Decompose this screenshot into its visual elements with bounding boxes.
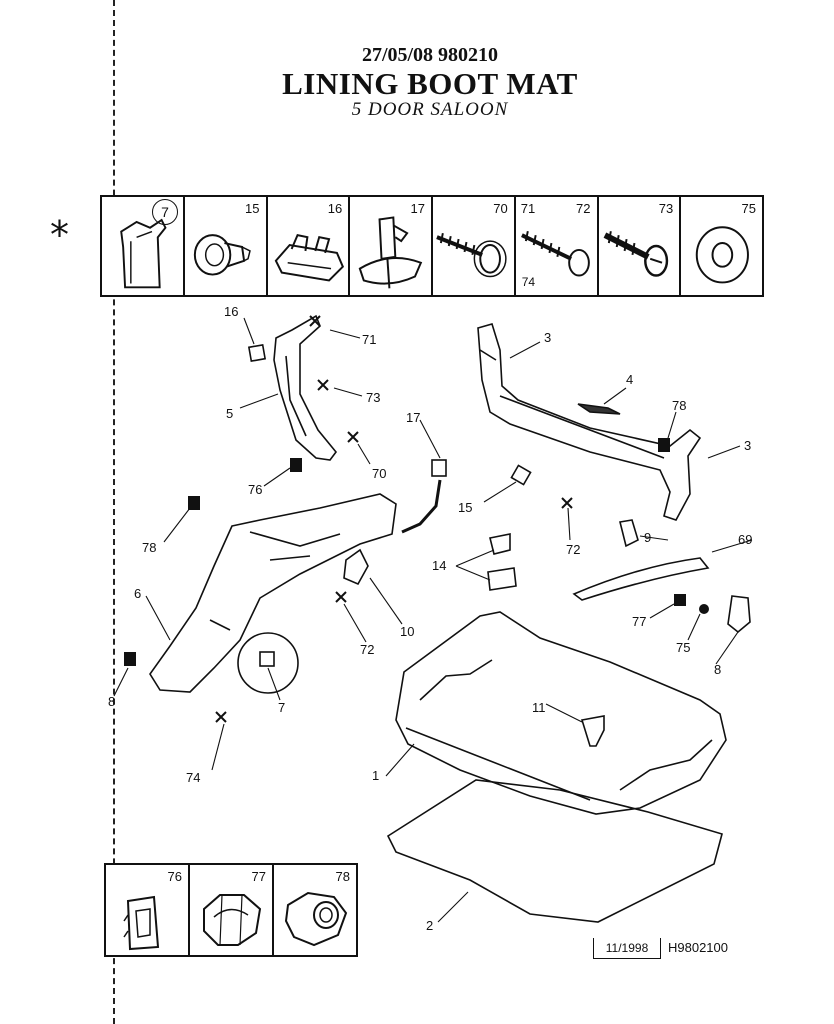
nut-icon [284, 891, 348, 947]
fastener-label: 16 [327, 201, 343, 216]
callout-1: 1 [372, 768, 379, 783]
callout-8: 8 [714, 662, 721, 677]
fastener-label: 78 [335, 869, 350, 884]
part-8-clip [727, 595, 751, 634]
fastener-label: 17 [410, 201, 425, 216]
part-1-boot-lining [395, 611, 727, 815]
part-69-strap [572, 557, 710, 601]
panel-clip-icon [120, 218, 167, 289]
fastener-cell-75[interactable]: 75 [681, 197, 762, 295]
fastener-label: 7 [152, 199, 178, 225]
washer-icon [696, 226, 750, 284]
fastener-label: 71 [520, 201, 536, 216]
callout-15: 15 [458, 500, 472, 515]
callout-78: 78 [672, 398, 686, 413]
diagram-header: 27/05/08 980210 LINING BOOT MAT 5 DOOR S… [200, 44, 660, 121]
part-9-clip [619, 519, 639, 548]
callout-5: 5 [226, 406, 233, 421]
part-17-cable [401, 479, 442, 534]
fastener-label: 70 [493, 201, 508, 216]
part-14-fastener [487, 533, 517, 591]
fastener-label-tertiary: 74 [521, 275, 536, 289]
callout-72-left: 72 [360, 642, 374, 657]
callout-14: 14 [432, 558, 446, 573]
page-title: LINING BOOT MAT [282, 66, 578, 101]
fastener-cell-16[interactable]: 16 [268, 197, 351, 295]
callout-2: 2 [426, 918, 433, 933]
callout-3-right: 3 [744, 438, 751, 453]
fastener-cell-73[interactable]: 73 [599, 197, 682, 295]
callout-69: 69 [738, 532, 752, 547]
callout-75: 75 [676, 640, 690, 655]
screw-icon [436, 233, 507, 278]
margin-asterisk-mark: * [50, 213, 69, 257]
callout-73: 73 [366, 390, 380, 405]
fastener-cell-15[interactable]: 15 [185, 197, 268, 295]
clip-stand-icon [358, 216, 423, 289]
part-2-floor-mat [386, 779, 723, 923]
fastener-label: 77 [251, 869, 266, 884]
binding-margin-line [113, 0, 115, 1024]
fastener-strip-top: 7 15 16 17 70 [100, 195, 764, 297]
callout-70: 70 [372, 466, 386, 481]
part-6-wheel-arch [149, 493, 397, 693]
callout-17: 17 [406, 410, 420, 425]
fastener-cell-7[interactable]: 7 [102, 197, 185, 295]
callout-74: 74 [186, 770, 200, 785]
callout-16: 16 [224, 304, 238, 319]
page-subtitle: 5 DOOR SALOON [351, 99, 509, 120]
fastener-label: 75 [741, 201, 756, 216]
part-10-grommet [343, 548, 369, 586]
spire-clip-icon [123, 895, 160, 951]
callout-3: 3 [544, 330, 551, 345]
callout-71: 71 [362, 332, 376, 347]
fastener-label: 76 [167, 869, 182, 884]
callout-77: 77 [632, 614, 646, 629]
dome-nut-icon [203, 894, 262, 946]
push-rivet-icon [193, 234, 251, 276]
callout-6: 6 [134, 586, 141, 601]
fastener-label-secondary: 72 [576, 201, 591, 216]
fastener-cell-17[interactable]: 17 [350, 197, 433, 295]
spring-clip-icon [274, 234, 344, 282]
screw-icon [520, 231, 590, 277]
callout-11: 11 [532, 700, 546, 715]
fastener-cell-77[interactable]: 77 [190, 865, 274, 955]
bolt-icon [603, 231, 668, 277]
date-reference: 27/05/08 980210 [361, 44, 499, 66]
fastener-label: 15 [245, 201, 260, 216]
part-5-bracket [273, 314, 338, 461]
footer-code: H9802100 [668, 940, 728, 955]
callout-9: 9 [644, 530, 651, 545]
part-4-plate [577, 403, 621, 415]
fastener-cell-78[interactable]: 78 [274, 865, 356, 955]
fastener-cell-71-72-74[interactable]: 71 72 74 [516, 197, 599, 295]
part-3-rear-panel [477, 323, 702, 521]
callout-7: 7 [278, 700, 285, 715]
fastener-cell-76[interactable]: 76 [106, 865, 190, 955]
callout-4: 4 [626, 372, 633, 387]
part-11-push-clip [580, 715, 605, 747]
fastener-strip-bottom: 76 77 78 [104, 863, 358, 957]
callout-76: 76 [248, 482, 262, 497]
callout-72: 72 [566, 542, 580, 557]
callout-10: 10 [400, 624, 414, 639]
footer-date: 11/1998 [593, 938, 661, 959]
callout-78-left: 78 [142, 540, 156, 555]
fastener-cell-70[interactable]: 70 [433, 197, 516, 295]
callout-8-left: 8 [108, 694, 115, 709]
fastener-label: 73 [658, 201, 674, 216]
